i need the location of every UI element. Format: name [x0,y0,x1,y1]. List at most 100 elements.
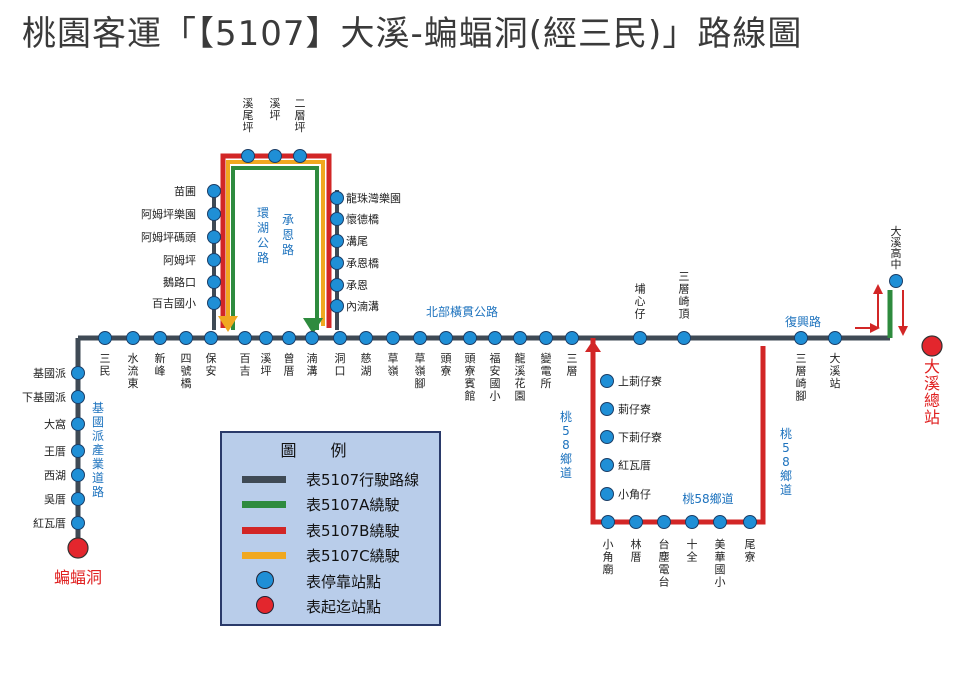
stop-label: 頭寮賓館 [465,352,476,403]
stop-label: 王厝 [44,445,66,458]
road-label-fuxing: 復興路 [785,314,821,329]
legend-label: 表5107A繞駛 [306,496,400,514]
stop-marker [330,212,344,226]
stop-marker [71,492,85,506]
route-a-loop [231,166,319,330]
stop-marker [439,331,453,345]
stop-marker [633,331,647,345]
stop-marker [179,331,193,345]
stop-label: 紅瓦厝 [618,459,651,472]
stop-marker [153,331,167,345]
legend-label: 表停靠站點 [306,573,382,591]
stop-label: 莿仔寮 [618,402,651,416]
stop-label: 紅瓦厝 [33,517,66,530]
stop-marker [282,331,296,345]
stop-marker [359,331,373,345]
stop-label: 小角仔 [618,488,651,501]
stop-marker [600,458,614,472]
stop-marker [207,207,221,221]
stop-marker [207,253,221,267]
route-c-loop [226,160,325,326]
stop-marker [241,149,255,163]
stop-marker [600,487,614,501]
stop-label: 三層 [567,352,578,378]
terminal-end-label: 大溪總站 [924,357,940,427]
route-c-arrow [218,316,238,332]
stop-label: 溪坪 [261,352,272,378]
arrow-down-head [898,326,908,336]
stop-label: 埔心仔 [635,283,646,321]
legend-title: 圖例 [280,441,381,460]
stop-label: 承恩橋 [346,256,379,270]
stop-label: 內湳溝 [346,299,379,313]
legend-item: 表5107C繞駛 [242,544,442,566]
stop-label: 尾寮 [745,538,756,564]
stop-marker [330,278,344,292]
stop-label: 龍珠灣樂園 [346,191,401,205]
stop-marker [889,274,903,288]
stop-label: 草嶺 [388,352,399,378]
stop-marker [333,331,347,345]
stop-label: 下莿仔寮 [618,430,662,444]
legend-label: 表5107C繞駛 [306,547,400,565]
stop-label: 溪尾坪 [243,97,254,134]
legend-line-swatch [242,527,286,534]
stop-label: 四號橋 [181,352,192,390]
stop-marker [330,234,344,248]
stop-marker [207,275,221,289]
stop-marker [71,516,85,530]
stop-label: 慈湖 [361,351,372,378]
legend-line-swatch [242,552,286,559]
stop-marker [713,515,727,529]
stop-label: 洞口 [335,352,346,378]
terminal-start-label: 蝙蝠洞 [54,568,102,587]
stop-label: 保安 [206,351,217,378]
page-title: 桃園客運「【5107】大溪-蝙蝠洞(經三民)」路線圖 [22,14,803,54]
legend-item: 表停靠站點 [242,570,442,592]
stop-label: 三層崎頂 [679,270,690,321]
legend-item: 表5107行駛路線 [242,468,442,490]
stop-label: 新峰 [155,351,166,378]
stop-label: 林厝 [631,537,642,564]
legend-dot-swatch [256,596,274,614]
route-b-arrow [585,340,601,352]
stop-marker [293,149,307,163]
stop-marker [488,331,502,345]
stop-marker [386,331,400,345]
stop-marker [794,331,808,345]
stop-label: 草嶺腳 [415,352,426,390]
stop-marker [71,444,85,458]
route-b-south-loop [590,338,766,525]
stop-label: 阿姆坪樂園 [141,207,196,221]
stop-marker [330,256,344,270]
stop-label: 十全 [687,537,698,564]
stop-marker [204,331,218,345]
stop-marker [207,296,221,310]
stop-marker [71,390,85,404]
stop-marker [305,331,319,345]
stop-marker [207,230,221,244]
stop-marker [685,515,699,529]
stop-label: 小角廟 [603,538,614,576]
stop-label: 三層崎腳 [796,352,807,403]
stop-label: 湳溝 [307,351,318,378]
stop-marker [677,331,691,345]
legend-line-swatch [242,476,286,483]
stop-marker [601,515,615,529]
stop-marker [268,149,282,163]
stop-marker [600,402,614,416]
stop-marker [539,331,553,345]
stop-marker [71,468,85,482]
stop-marker [238,331,252,345]
stop-label: 大窩 [44,417,66,431]
stop-label: 基國派 [33,367,66,380]
stop-label: 西湖 [44,469,66,482]
stop-marker [330,299,344,313]
legend-dot-swatch [256,571,274,589]
stop-label: 吳厝 [44,493,66,506]
stop-label: 懷德橋 [346,212,379,226]
stop-marker [71,366,85,380]
stop-marker [413,331,427,345]
